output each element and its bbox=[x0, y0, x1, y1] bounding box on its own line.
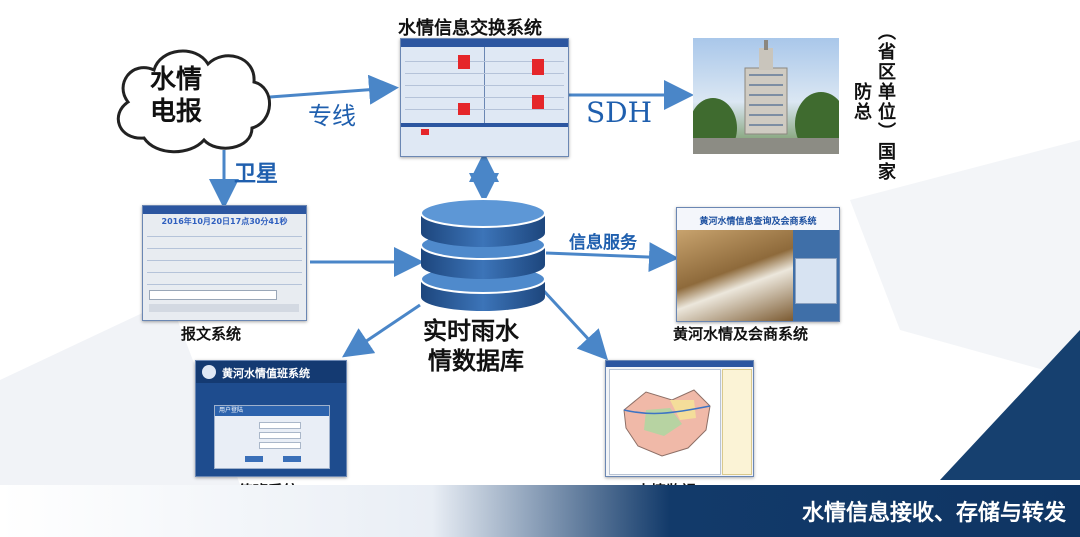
duty-login-button[interactable] bbox=[245, 456, 263, 462]
arrow-database-to-yellow-river bbox=[545, 242, 679, 273]
exchange-system-title: 水情信息交换系统 bbox=[398, 18, 542, 39]
national-label-col2: 防总 bbox=[851, 82, 872, 122]
database-label-line1: 实时雨水 bbox=[423, 317, 519, 345]
monitor-system-screenshot bbox=[605, 360, 754, 477]
footer-title: 水情信息接收、存储与转发 bbox=[801, 501, 1066, 526]
national-building-photo bbox=[693, 38, 839, 154]
report-system-screenshot: 2016年10月20日17点30分41秒 bbox=[142, 205, 307, 321]
link-sdh-label: SDH bbox=[586, 96, 653, 129]
arrow-database-to-duty bbox=[342, 303, 421, 358]
yellow-river-banner: 黄河水情信息查询及会商系统 bbox=[699, 217, 817, 227]
footer-band bbox=[0, 485, 1080, 537]
link-dedicated-label: 专线 bbox=[308, 102, 356, 130]
duty-system-screenshot: 黄河水情值班系统 用户登陆 bbox=[195, 360, 347, 477]
exchange-system-screenshot bbox=[400, 38, 569, 157]
report-timestamp: 2016年10月20日17点30分41秒 bbox=[161, 217, 288, 226]
arrow-cloud-to-exchange bbox=[269, 74, 399, 105]
arrow-database-to-monitor bbox=[541, 288, 609, 361]
link-satellite-label: 卫星 bbox=[234, 162, 279, 187]
telegram-cloud-icon bbox=[116, 49, 271, 154]
cloud-label-line2: 电报 bbox=[150, 97, 203, 127]
duty-username-input[interactable] bbox=[259, 422, 301, 429]
database-icon bbox=[420, 198, 546, 311]
database-label-line2: 情数据库 bbox=[428, 347, 524, 375]
duty-system-title: 黄河水情值班系统 bbox=[222, 367, 310, 380]
monitor-map bbox=[623, 389, 711, 457]
duty-password-input[interactable] bbox=[259, 432, 301, 439]
yellow-river-system-caption: 黄河水情及会商系统 bbox=[673, 325, 809, 343]
duty-login-title: 用户登陆 bbox=[215, 406, 329, 416]
cloud-label-line1: 水情 bbox=[150, 65, 203, 95]
duty-role-select[interactable] bbox=[259, 442, 301, 449]
link-info-service-label: 信息服务 bbox=[569, 233, 637, 253]
yellow-river-system-screenshot: 黄河水情信息查询及会商系统 bbox=[676, 207, 840, 322]
national-label-col1: （省区单位）国家 bbox=[875, 22, 896, 182]
report-system-caption: 报文系统 bbox=[181, 325, 242, 343]
duty-logo-icon bbox=[202, 365, 216, 379]
duty-cancel-button[interactable] bbox=[283, 456, 301, 462]
